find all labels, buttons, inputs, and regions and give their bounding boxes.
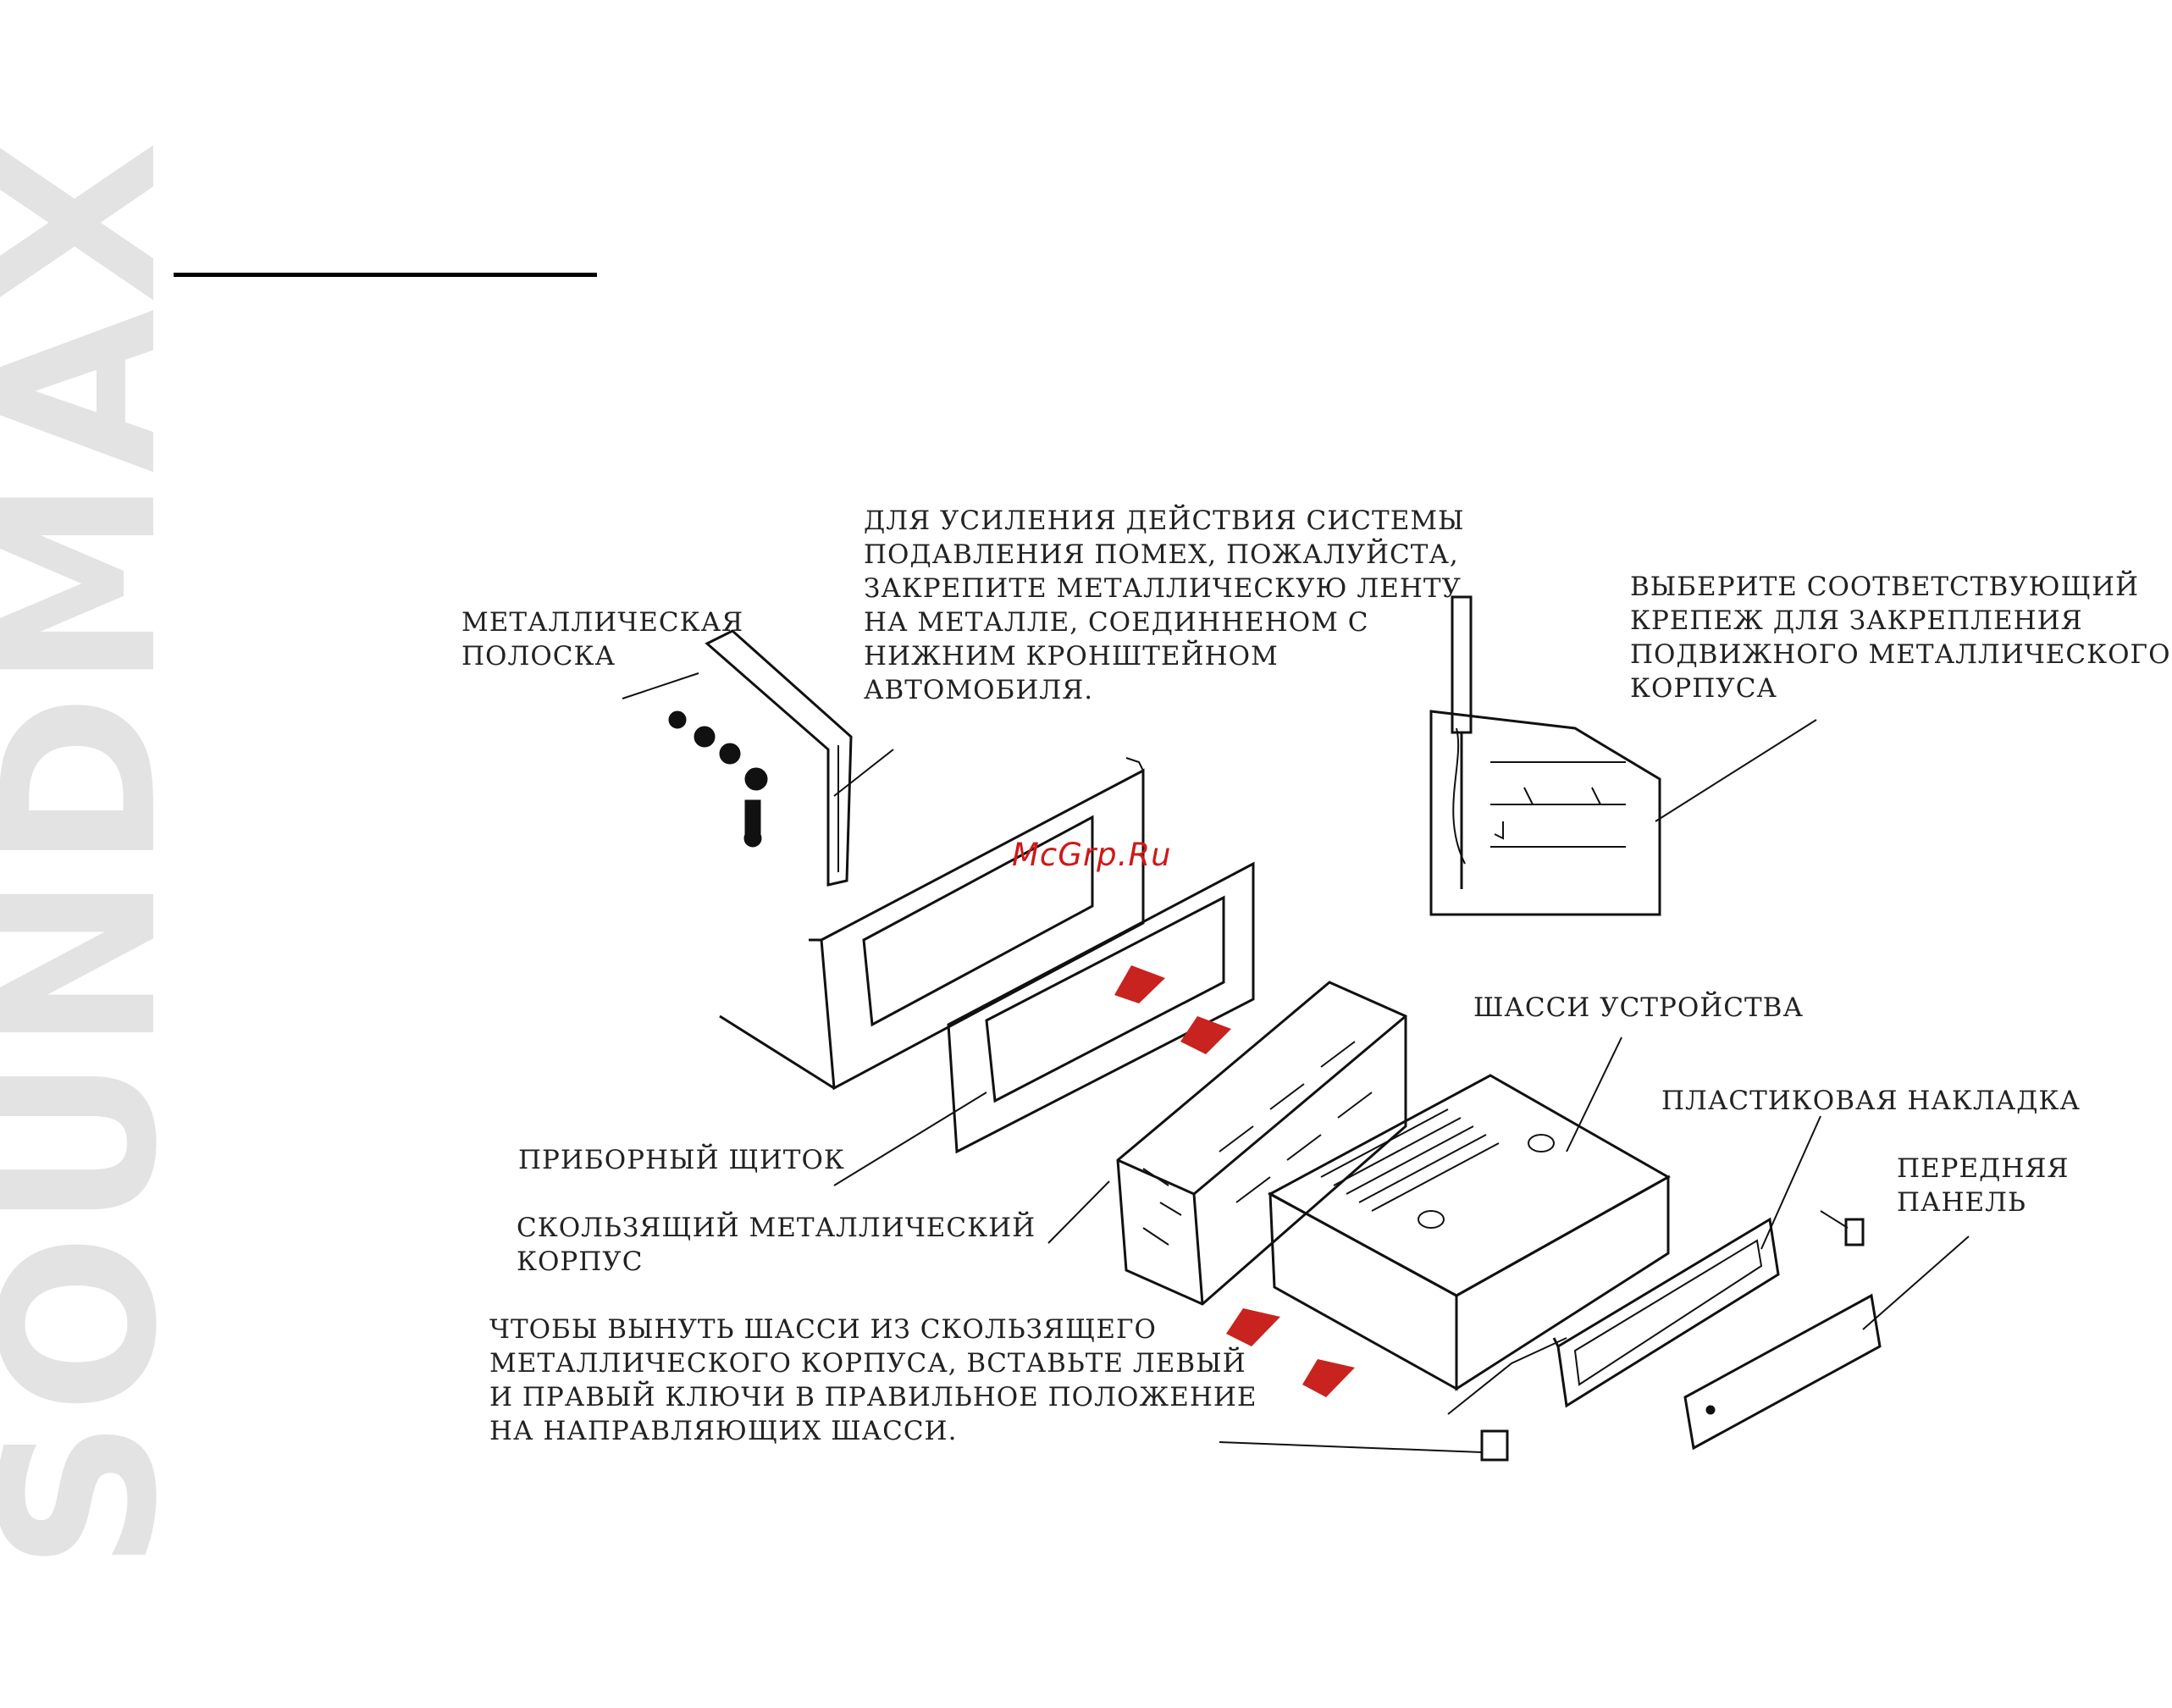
trim-plate-illustration [947,861,1255,1154]
front-panel-label: ПЕРЕДНЯЯ ПАНЕЛЬ [1897,1153,2070,1218]
leader-line [1655,719,1817,822]
sliding-case-illustration [1116,981,1407,1306]
metal-strip-label: МЕТАЛЛИЧЕСКАЯ ПОЛОСКА [461,607,744,672]
plastic-trim-label: ПЛАСТИКОВАЯ НАКЛАДКА [1661,1086,2081,1116]
fastener-inset-illustration [1429,595,1661,916]
leader-lines [833,719,1970,1453]
sliding-case-label: СКОЛЬЗЯЩИЙ МЕТАЛЛИЧЕСКИЙ КОРПУС [517,1213,1036,1277]
key-clip-illustration [1480,1210,1865,1462]
chassis-illustration [1267,1074,1672,1391]
arrow-mark [1114,965,1165,1003]
section-rule [174,273,597,277]
dashboard-label: ПРИБОРНЫЙ ЩИТОК [518,1145,845,1175]
leader-line [1862,1235,1970,1330]
leader-line [1566,1036,1622,1152]
arrow-mark [1180,1016,1231,1054]
watermark-text: McGrp.Ru [1012,837,1172,873]
chassis-label: ШАССИ УСТРОЙСТВА [1473,992,1804,1023]
leader-line [1760,1115,1821,1250]
plastic-trim-illustration [1552,1217,1780,1408]
leader-line [833,749,894,797]
leader-line [833,1092,987,1186]
leader-line [1447,1337,1567,1415]
fastener-note: ВЫБЕРИТЕ СООТВЕТСТВУЮЩИЙ КРЕПЕЖ ДЛЯ ЗАКР… [1630,572,2171,704]
metal-strip-illustration [622,629,853,887]
arrow-mark [1226,1308,1280,1346]
leader-line [1047,1180,1110,1244]
front-panel-illustration [1683,1293,1882,1451]
interference-note: ДЛЯ УСИЛЕНИЯ ДЕЙСТВИЯ СИСТЕМЫ ПОДАВЛЕНИЯ… [864,506,1465,705]
leader-line [1219,1441,1483,1453]
remove-chassis-note: ЧТОБЫ ВЫНУТЬ ШАССИ ИЗ СКОЛЬЗЯЩЕГО МЕТАЛЛ… [489,1314,1257,1446]
arrow-mark [1302,1359,1355,1397]
dashboard-frame-illustration [719,757,1145,1091]
insertion-arrows [1114,965,1355,1397]
